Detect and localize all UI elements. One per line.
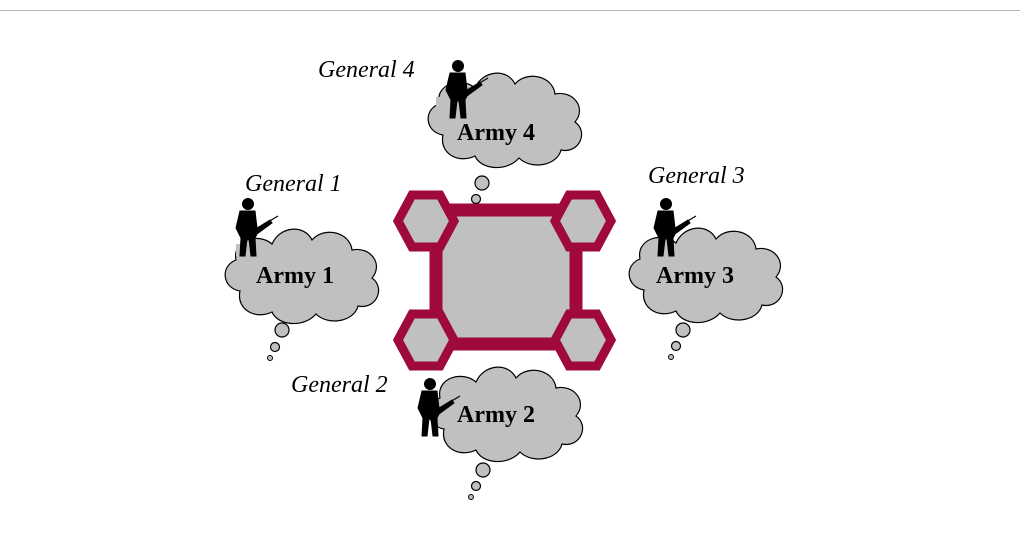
- fortress-icon: [398, 195, 611, 366]
- army-2-label: Army 2: [457, 402, 535, 428]
- army-3-bubble-medium: [670, 340, 682, 352]
- army-4-box: [436, 97, 446, 117]
- general-4-label: General 4: [318, 57, 415, 83]
- army-1-label: Army 1: [256, 263, 334, 289]
- army-1-bubble-small: [267, 355, 273, 361]
- army-1-group: General 1 Army 1: [224, 171, 380, 361]
- army-2-bubble-large: [475, 462, 491, 478]
- army-4-group: General 4 Army 4: [318, 57, 583, 205]
- fortress-tower-se: [555, 314, 611, 366]
- army-2-group: General 2 Army 2: [291, 366, 584, 500]
- army-4-bubble-medium: [470, 193, 482, 205]
- top-divider: [0, 10, 1020, 11]
- army-4-label: Army 4: [457, 120, 535, 146]
- general-3-label: General 3: [648, 163, 745, 189]
- general-1-label: General 1: [245, 171, 342, 197]
- army-4-bubble-large: [474, 175, 490, 191]
- army-3-bubble-large: [675, 322, 691, 338]
- fortress-tower-ne: [555, 195, 611, 247]
- fortress-tower-sw: [398, 314, 454, 366]
- general-2-label: General 2: [291, 372, 388, 398]
- army-2-bubble-medium: [470, 480, 482, 492]
- army-1-bubble-large: [274, 322, 290, 338]
- army-3-label: Army 3: [656, 263, 734, 289]
- fortress-tower-nw: [398, 195, 454, 247]
- army-1-bubble-medium: [269, 341, 281, 353]
- army-3-group: General 3 Army 3: [628, 163, 784, 360]
- army-2-bubble-small: [468, 494, 474, 500]
- fortress-walls: [429, 203, 583, 351]
- army-3-bubble-small: [668, 354, 674, 360]
